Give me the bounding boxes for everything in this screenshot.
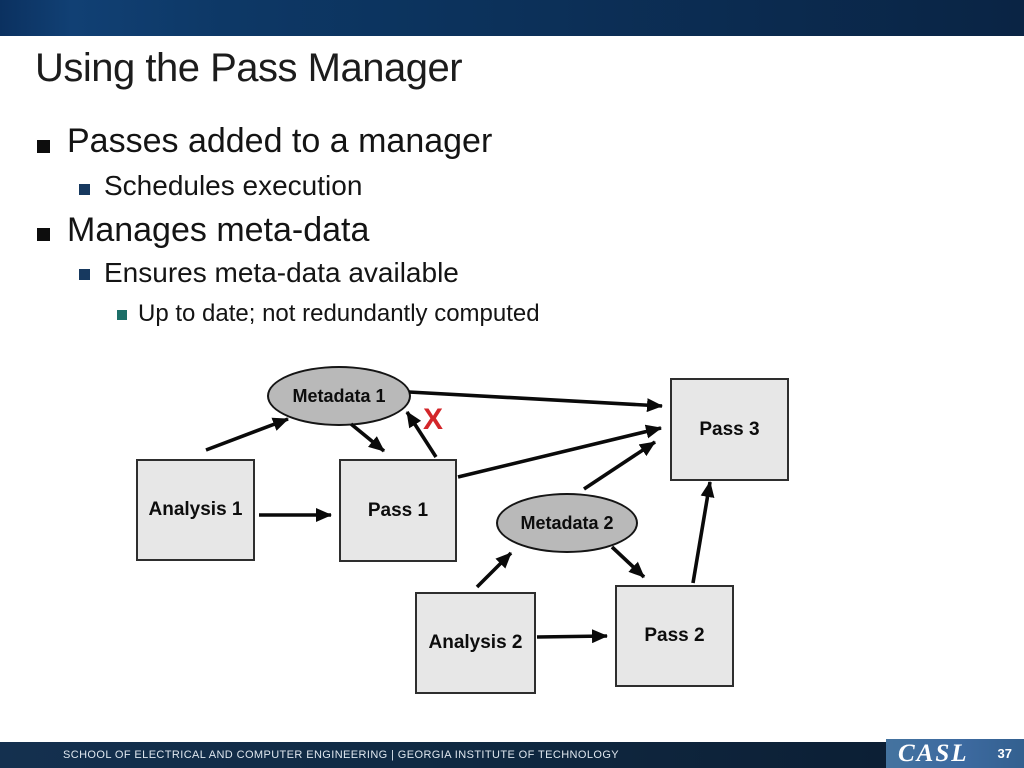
bullet-item: Ensures meta-data available — [104, 257, 459, 288]
top-banner — [0, 0, 1024, 36]
node-pass-1: Pass 1 — [339, 459, 457, 562]
slide-title: Using the Pass Manager — [35, 46, 463, 90]
node-pass-3: Pass 3 — [670, 378, 789, 481]
casl-logo: CASL — [898, 740, 969, 767]
node-analysis-2: Analysis 2 — [415, 592, 536, 694]
footer-text: SCHOOL OF ELECTRICAL AND COMPUTER ENGINE… — [63, 749, 620, 761]
casl-logo-box: CASL 37 — [886, 739, 1024, 768]
node-analysis-1: Analysis 1 — [136, 459, 255, 561]
bullet-square-icon — [117, 310, 127, 320]
footer-bar: SCHOOL OF ELECTRICAL AND COMPUTER ENGINE… — [0, 742, 1024, 768]
bullet-item: Schedules execution — [104, 170, 363, 201]
node-metadata-1: Metadata 1 — [267, 366, 411, 426]
node-metadata-2: Metadata 2 — [496, 493, 638, 553]
bullet-item: Passes added to a manager — [67, 122, 493, 160]
bullet-square-icon — [79, 269, 90, 280]
bullet-item: Manages meta-data — [67, 211, 370, 249]
slide-page-number: 37 — [997, 746, 1012, 761]
bullet-square-icon — [37, 140, 50, 153]
bullet-square-icon — [79, 184, 90, 195]
bullet-square-icon — [37, 228, 50, 241]
invalid-dependency-marker: X — [423, 403, 444, 436]
bullet-item: Up to date; not redundantly computed — [138, 300, 540, 327]
node-pass-2: Pass 2 — [615, 585, 734, 687]
